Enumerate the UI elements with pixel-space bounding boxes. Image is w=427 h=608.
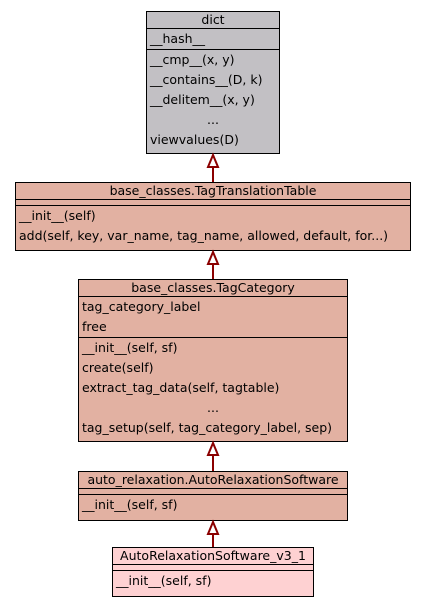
inheritance-edge-v3-1-to-auto-relaxation-software — [206, 519, 220, 547]
attribute: free — [82, 319, 107, 334]
method: __init__(self) — [19, 208, 96, 223]
class-name: base_classes.TagCategory — [79, 280, 347, 297]
attributes-section — [79, 489, 347, 495]
class-name: base_classes.TagTranslationTable — [16, 183, 410, 200]
class-name: dict — [147, 12, 279, 29]
attributes-section: __hash__ — [147, 29, 279, 50]
attributes-section — [113, 565, 313, 571]
inheritance-edge-tag-category-to-tag-translation-table — [206, 249, 220, 279]
methods-section: __init__(self, sf) — [79, 495, 347, 515]
method: viewvalues(D) — [150, 132, 239, 147]
method: tag_setup(self, tag_category_label, sep) — [82, 420, 333, 435]
attribute: tag_category_label — [82, 299, 201, 314]
inheritance-edge-auto-relaxation-software-to-tag-category — [206, 440, 220, 471]
class-name: AutoRelaxationSoftware_v3_1 — [113, 548, 313, 565]
method: __contains__(D, k) — [150, 72, 263, 87]
inheritance-edge-tag-translation-table-to-dict — [206, 152, 220, 182]
methods-section: __init__(self) add(self, key, var_name, … — [16, 206, 410, 246]
methods-section: __cmp__(x, y) __contains__(D, k) __delit… — [147, 50, 279, 150]
method: __init__(self, sf) — [116, 573, 212, 588]
class-name: auto_relaxation.AutoRelaxationSoftware — [79, 472, 347, 489]
method: __cmp__(x, y) — [150, 52, 235, 67]
class-box-dict: dict __hash__ __cmp__(x, y) __contains__… — [146, 11, 280, 154]
method: __init__(self, sf) — [82, 497, 178, 512]
attributes-section: tag_category_label free — [79, 297, 347, 338]
class-box-auto-relaxation-software-v3-1: AutoRelaxationSoftware_v3_1 __init__(sel… — [112, 547, 314, 597]
class-box-auto-relaxation-software: auto_relaxation.AutoRelaxationSoftware _… — [78, 471, 348, 521]
methods-section: __init__(self, sf) create(self) extract_… — [79, 338, 347, 438]
method: extract_tag_data(self, tagtable) — [82, 380, 280, 395]
method: create(self) — [82, 360, 154, 375]
method-ellipsis: ... — [207, 400, 219, 415]
attribute: __hash__ — [150, 31, 206, 46]
attributes-section — [16, 200, 410, 206]
methods-section: __init__(self, sf) — [113, 571, 313, 591]
method-ellipsis: ... — [207, 112, 219, 127]
class-box-tag-category: base_classes.TagCategory tag_category_la… — [78, 279, 348, 442]
class-box-tag-translation-table: base_classes.TagTranslationTable __init_… — [15, 182, 411, 251]
method: __init__(self, sf) — [82, 340, 178, 355]
method: add(self, key, var_name, tag_name, allow… — [19, 228, 389, 243]
method: __delitem__(x, y) — [150, 92, 255, 107]
